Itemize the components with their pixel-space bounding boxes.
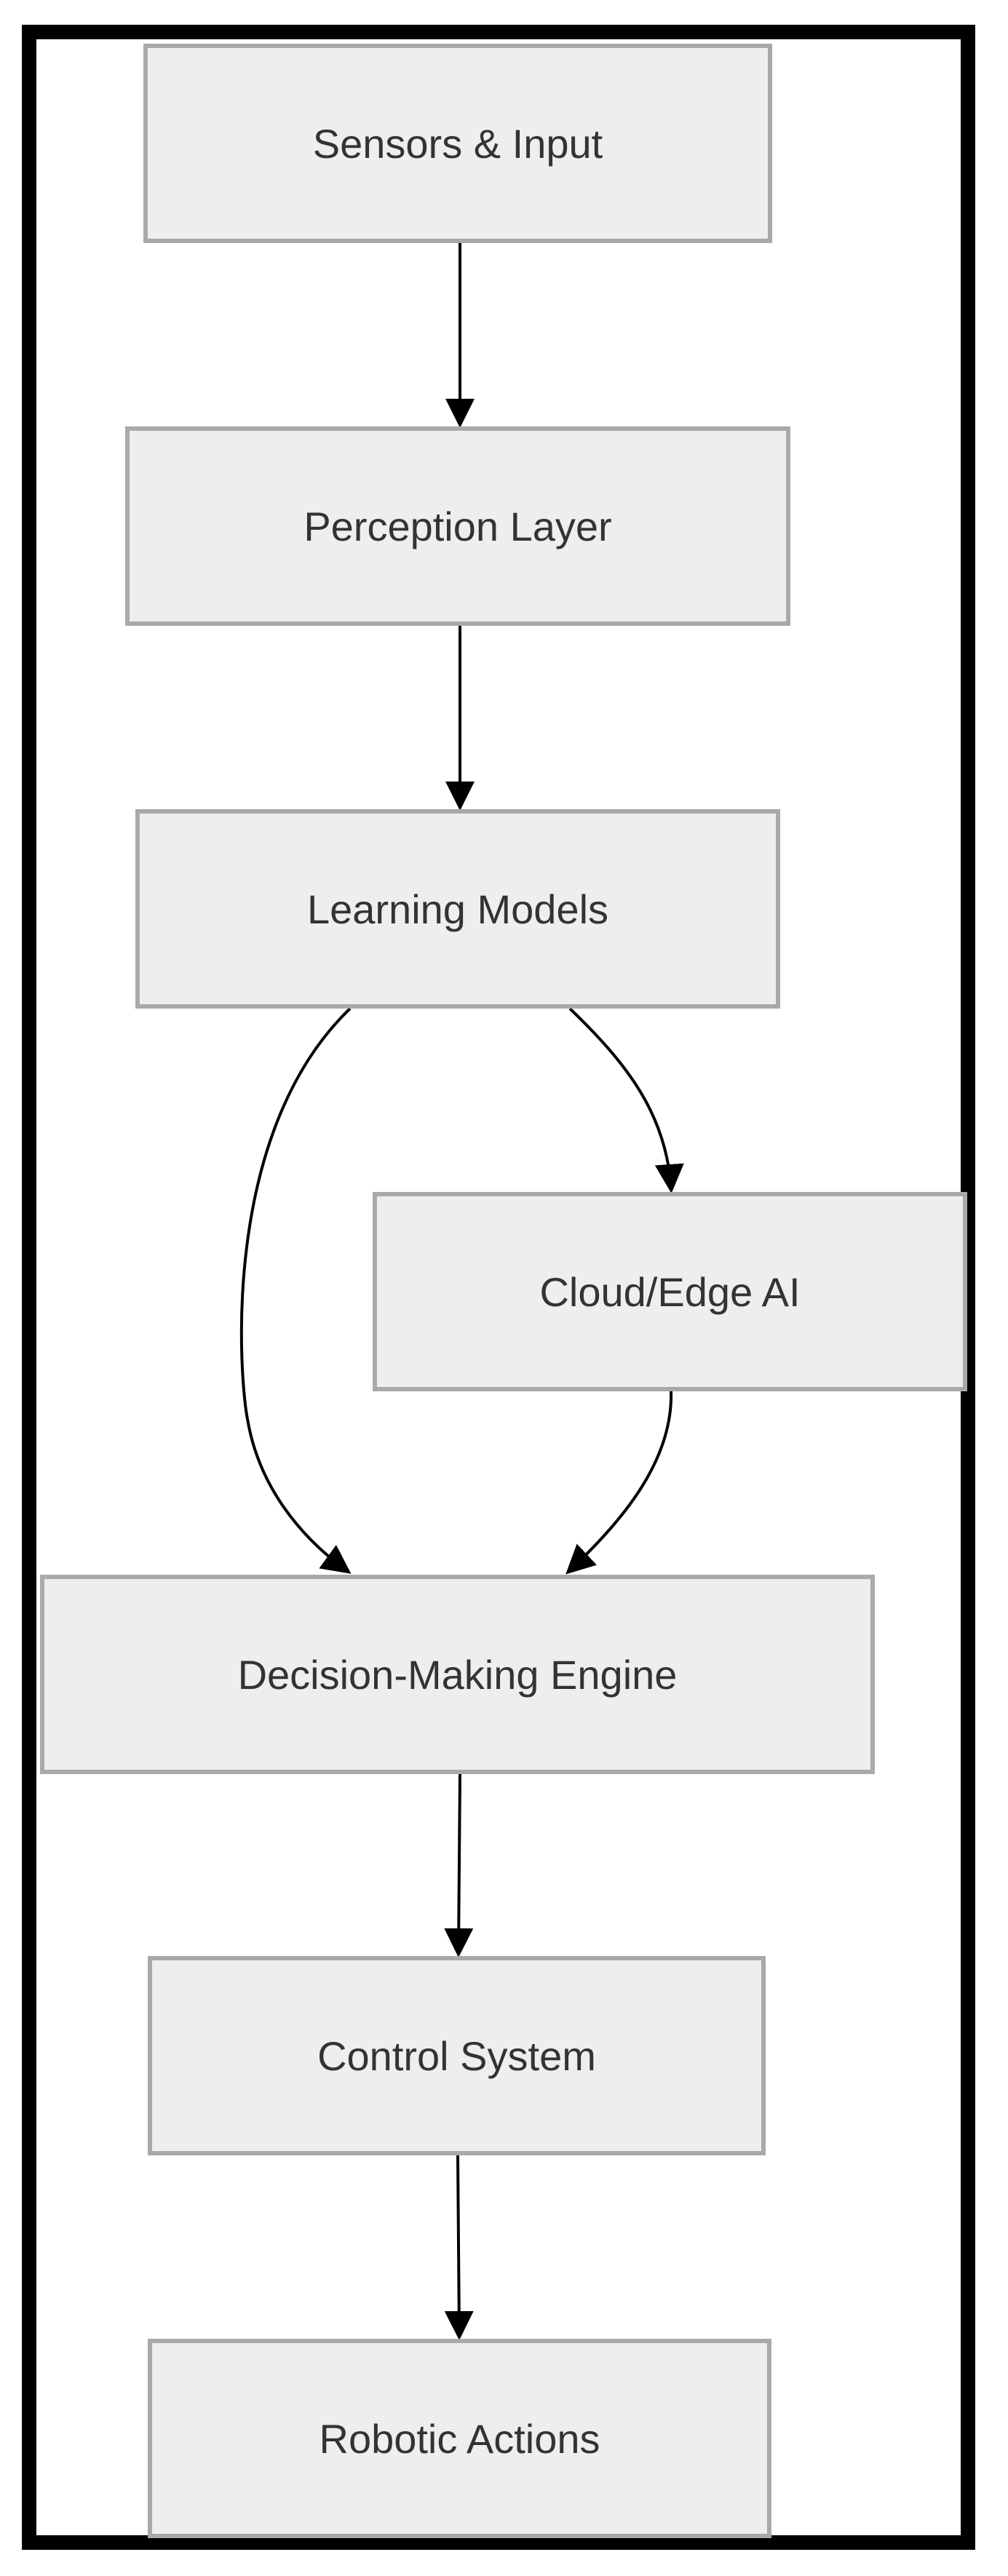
node-control-system: Control System [148,1956,766,2155]
node-label: Decision-Making Engine [237,1651,678,1698]
node-perception-layer: Perception Layer [125,426,790,626]
node-label: Learning Models [306,886,609,932]
node-label: Cloud/Edge AI [539,1268,801,1315]
node-label: Control System [317,2032,596,2079]
node-label: Perception Layer [303,503,612,549]
node-sensors-input: Sensors & Input [143,44,772,243]
node-cloud-edge-ai: Cloud/Edge AI [373,1192,967,1391]
node-label: Robotic Actions [319,2415,600,2462]
node-label: Sensors & Input [312,120,603,167]
node-robotic-actions: Robotic Actions [148,2339,771,2538]
node-decision-making-engine: Decision-Making Engine [40,1575,875,1774]
node-learning-models: Learning Models [135,809,780,1009]
